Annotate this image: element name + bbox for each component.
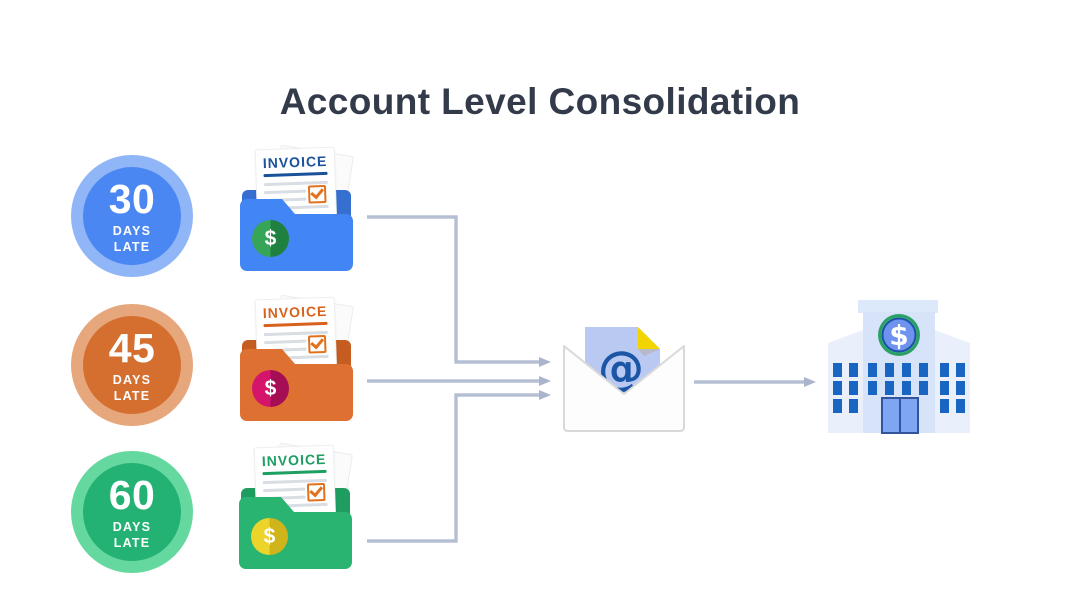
- badge-30-late-label: LATE: [113, 240, 151, 254]
- badge-60-inner-circle: 60 DAYS LATE: [83, 463, 181, 561]
- email-envelope-icon: @: [563, 327, 685, 432]
- invoice-rule: [263, 171, 328, 178]
- dollar-coin-icon: $: [251, 518, 288, 555]
- page-title: Account Level Consolidation: [279, 80, 801, 122]
- invoice-label: INVOICE: [261, 450, 327, 470]
- badge-60-late-label: LATE: [113, 536, 151, 550]
- arrow-60-to-email: [367, 390, 551, 543]
- dollar-coin-icon: $: [252, 370, 289, 407]
- invoice-folder-45-icon: INVOICE $: [240, 294, 354, 423]
- invoice-rule: [262, 469, 327, 476]
- paper-fold-shadow: [638, 349, 660, 356]
- badge-45-late-label: LATE: [113, 389, 151, 403]
- arrow-30-to-email: [367, 215, 551, 367]
- badge-45-inner-circle: 45 DAYS LATE: [83, 316, 181, 414]
- badge-45-number: 45: [108, 324, 156, 371]
- badge-30-number: 30: [108, 175, 156, 222]
- dollar-symbol: $: [264, 226, 277, 250]
- envelope-front: [563, 345, 685, 432]
- badge-60-days-late: 60 DAYS LATE: [71, 451, 193, 573]
- bank-windows: [833, 363, 965, 413]
- badge-30-days-label: DAYS: [112, 223, 152, 238]
- bank-dollar-symbol: $: [889, 319, 908, 352]
- invoice-folder-60-icon: INVOICE $: [239, 442, 353, 571]
- dollar-coin-icon: $: [252, 220, 289, 257]
- invoice-folder-30-icon: INVOICE $: [240, 144, 354, 273]
- badge-60-days-label: DAYS: [112, 519, 152, 534]
- badge-45-days-label: DAYS: [112, 372, 152, 387]
- bank-door: [881, 397, 919, 434]
- bank-tower-cap: [858, 300, 938, 313]
- bank-building-icon: $: [828, 300, 970, 434]
- invoice-rule: [263, 321, 328, 328]
- badge-45-days-late: 45 DAYS LATE: [71, 304, 193, 426]
- paper-fold-corner: [638, 327, 660, 349]
- dollar-symbol: $: [263, 524, 276, 548]
- invoice-label: INVOICE: [262, 302, 328, 322]
- badge-60-number: 60: [108, 471, 156, 518]
- bank-dollar-badge: $: [878, 314, 920, 356]
- badge-30-inner-circle: 30 DAYS LATE: [83, 167, 181, 265]
- dollar-symbol: $: [264, 376, 277, 400]
- badge-30-days-late: 30 DAYS LATE: [71, 155, 193, 277]
- invoice-label: INVOICE: [262, 152, 328, 172]
